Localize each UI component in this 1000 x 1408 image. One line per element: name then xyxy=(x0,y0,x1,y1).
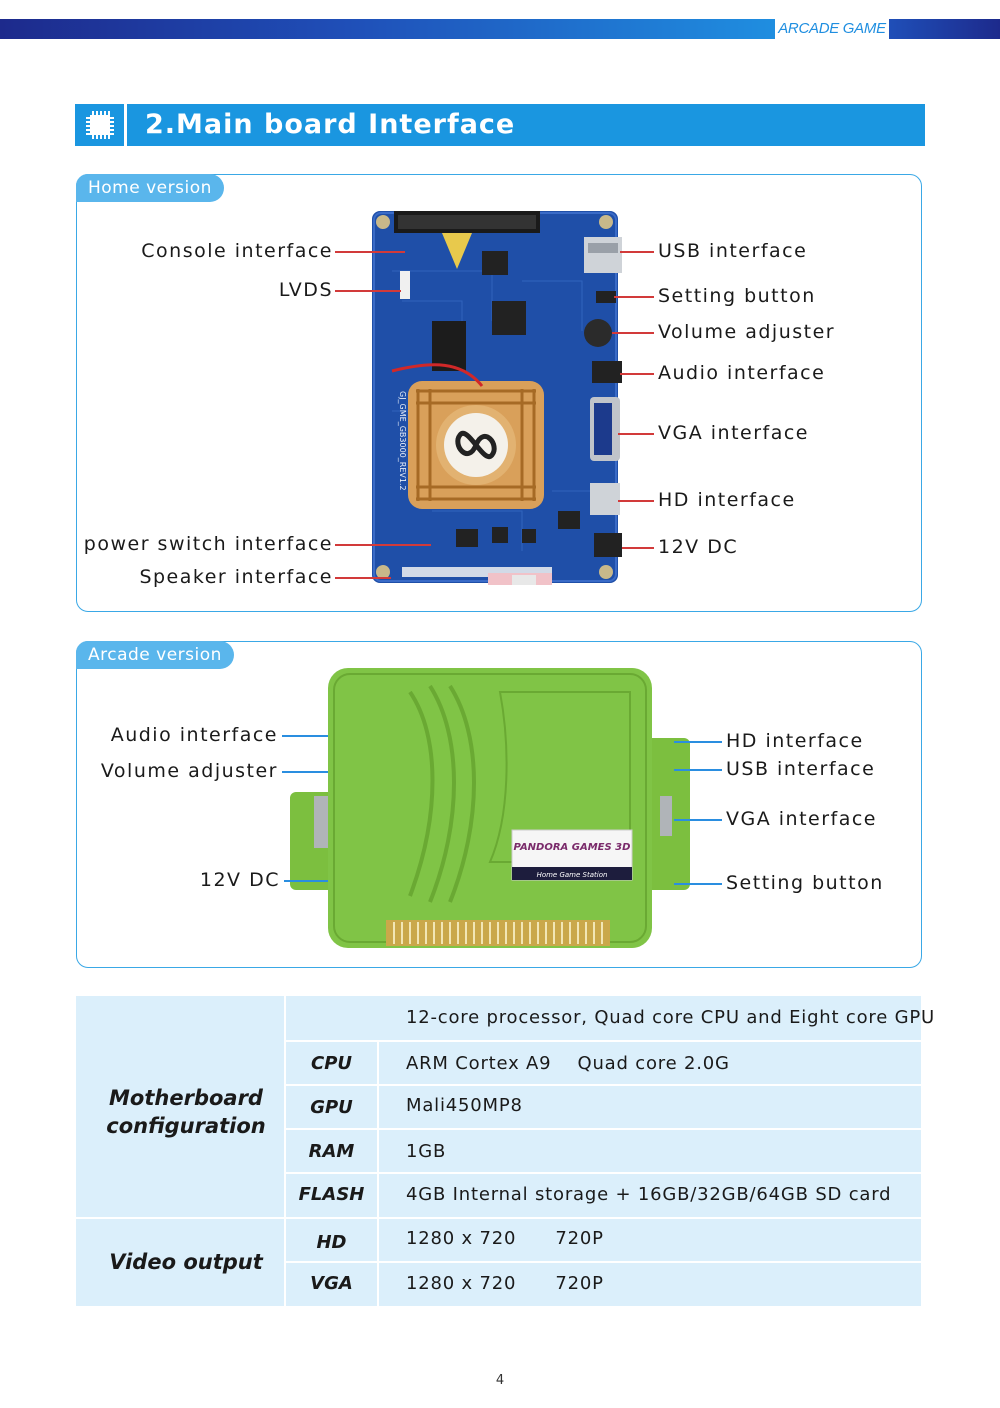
spec-divider-h3 xyxy=(286,1128,921,1130)
leader-hd xyxy=(618,500,654,502)
arcade-label-12v-dc: 12V DC xyxy=(199,869,280,891)
arcade-box-image: PANDORA GAMES 3D Home Game Station xyxy=(290,668,690,948)
arcade-leader-hd xyxy=(674,741,722,743)
leader-12v xyxy=(622,547,654,549)
section-heading: 2.Main board Interface xyxy=(75,104,925,146)
label-audio-interface: Audio interface xyxy=(658,362,826,384)
arcade-label-vga-interface: VGA interface xyxy=(726,808,877,830)
sticker-sub: Home Game Station xyxy=(537,871,608,879)
leader-console-interface xyxy=(335,251,405,253)
spec-divider-h6 xyxy=(286,1261,921,1263)
spec-key-cpu: CPU xyxy=(310,1053,353,1074)
arcade-leader-setting xyxy=(674,883,722,885)
home-version-tab: Home version xyxy=(76,174,224,202)
arcade-leader-vga xyxy=(674,819,722,821)
label-12v-dc: 12V DC xyxy=(658,536,739,558)
label-usb-interface: USB interface xyxy=(658,240,808,262)
main-board-image: GJ_GME_GB3000_REV1.2 xyxy=(372,211,622,585)
spec-value-hd: 1280 x 720 720P xyxy=(406,1228,604,1249)
board-silkscreen: GJ_GME_GB3000_REV1.2 xyxy=(398,391,407,491)
leader-speaker xyxy=(335,577,391,579)
spec-divider-h5 xyxy=(76,1217,921,1219)
spec-value-cpu: ARM Cortex A9 Quad core 2.0G xyxy=(406,1053,730,1074)
arcade-label-setting-button: Setting button xyxy=(726,872,884,894)
top-banner-bar-end xyxy=(889,19,1000,39)
page-number: 4 xyxy=(495,1373,505,1388)
label-vga-interface: VGA interface xyxy=(658,422,809,444)
arcade-leader-12v xyxy=(284,880,328,882)
leader-vga xyxy=(618,433,654,435)
spec-value-flash: 4GB Internal storage + 16GB/32GB/64GB SD… xyxy=(406,1184,892,1205)
label-power-switch-interface: power switch interface xyxy=(83,533,333,555)
label-lvds: LVDS xyxy=(278,279,333,301)
label-setting-button: Setting button xyxy=(658,285,816,307)
arcade-label-volume-adjuster: Volume adjuster xyxy=(100,760,278,782)
arcade-leader-audio xyxy=(282,735,328,737)
leader-power-switch xyxy=(335,544,431,546)
leader-usb xyxy=(620,251,654,253)
label-console-interface: Console interface xyxy=(141,240,333,262)
header-tag: ARCADE GAME xyxy=(778,20,886,37)
chip-icon xyxy=(75,104,127,146)
arcade-label-usb-interface: USB interface xyxy=(726,758,876,780)
leader-lvds xyxy=(335,290,401,292)
spec-table: Motherboard configuration 12-core proces… xyxy=(76,996,935,1306)
arcade-leader-usb xyxy=(674,769,722,771)
spec-value-vga: 1280 x 720 720P xyxy=(406,1273,604,1294)
label-speaker-interface: Speaker interface xyxy=(139,566,333,588)
arcade-label-audio-interface: Audio interface xyxy=(110,724,278,746)
spec-key-gpu: GPU xyxy=(310,1097,353,1118)
spec-key-hd: HD xyxy=(316,1232,347,1253)
spec-key-flash: FLASH xyxy=(298,1184,365,1205)
leader-audio xyxy=(620,373,654,375)
spec-divider-h2 xyxy=(286,1084,921,1086)
sticker-brand: PANDORA GAMES 3D xyxy=(514,842,631,853)
spec-group-motherboard: Motherboard configuration xyxy=(106,1086,266,1138)
label-hd-interface: HD interface xyxy=(658,489,796,511)
spec-divider-v1 xyxy=(284,996,286,1306)
spec-value-gpu: Mali450MP8 xyxy=(406,1095,523,1116)
spec-key-ram: RAM xyxy=(308,1141,355,1162)
label-volume-adjuster: Volume adjuster xyxy=(658,321,836,343)
arcade-leader-volume xyxy=(282,771,328,773)
spec-key-vga: VGA xyxy=(310,1273,353,1294)
spec-value-ram: 1GB xyxy=(406,1141,447,1162)
arcade-label-hd-interface: HD interface xyxy=(726,730,864,752)
arcade-version-tab: Arcade version xyxy=(76,641,234,669)
leader-volume xyxy=(612,332,654,334)
leader-setting xyxy=(614,296,654,298)
section-title: 2.Main board Interface xyxy=(145,109,516,140)
spec-group-video: Video output xyxy=(109,1250,263,1274)
spec-divider-h4 xyxy=(286,1172,921,1174)
spec-summary: 12-core processor, Quad core CPU and Eig… xyxy=(406,1007,935,1028)
top-banner-bar xyxy=(0,19,775,39)
spec-divider-h1 xyxy=(286,1040,921,1042)
